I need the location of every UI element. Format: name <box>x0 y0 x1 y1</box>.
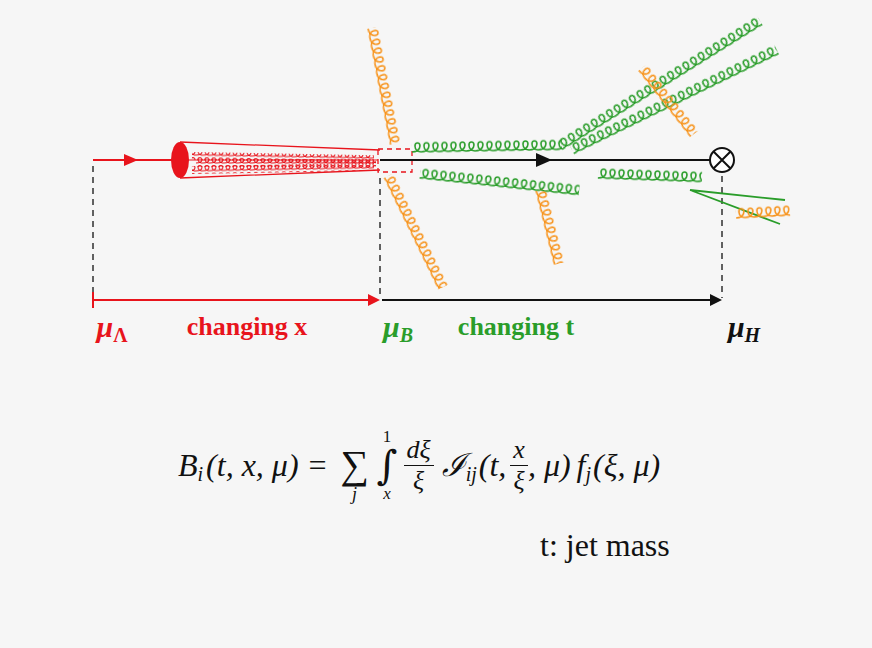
label-text: i <box>198 464 204 484</box>
text-row: μB <box>383 312 413 342</box>
label-text: B <box>178 449 198 481</box>
text-row: μΛ <box>96 312 127 342</box>
label-text: x <box>510 437 528 465</box>
text-row: changing t <box>458 314 574 340</box>
label-text: ξ <box>510 465 528 494</box>
fraction: dξξ <box>404 437 434 494</box>
label-text: dξ <box>404 437 434 465</box>
label-text: Λ <box>113 325 127 345</box>
label-text: j <box>586 464 592 484</box>
label-text: ij <box>466 464 477 484</box>
label-text: t: jet mass <box>540 529 670 561</box>
text-row: μH <box>728 312 760 342</box>
label-text: ∫ <box>377 445 398 485</box>
label-text: μ <box>383 312 400 342</box>
label-text: f <box>577 449 586 481</box>
label-text: x <box>383 485 391 502</box>
label-text: B <box>400 325 413 345</box>
limits-group: 1∫x <box>377 428 398 502</box>
label-text: changing t <box>458 314 574 340</box>
label-text: μ <box>728 312 745 342</box>
label-text: ξ <box>404 465 434 494</box>
label-text: ∑ <box>340 445 369 485</box>
label-text: ℐ <box>442 449 466 481</box>
text-row: Bi(t, x, μ) =∑j1∫xdξξℐij(t,xξ, μ)fj(ξ, μ… <box>178 427 660 503</box>
label-text: (ξ, μ) <box>593 449 660 481</box>
text-row: t: jet mass <box>540 529 670 561</box>
text-row: changing x <box>187 314 308 340</box>
label-text: , μ) <box>528 449 571 481</box>
label-text: μ <box>96 312 113 342</box>
limits-group: ∑j <box>340 427 369 503</box>
label-text: 1 <box>383 428 392 445</box>
fraction: xξ <box>510 437 528 494</box>
label-text: (t, <box>479 449 507 481</box>
label-text: changing x <box>187 314 308 340</box>
label-text: j <box>352 485 357 503</box>
label-text: (t, x, μ) = <box>206 449 328 481</box>
label-text: H <box>745 325 761 345</box>
